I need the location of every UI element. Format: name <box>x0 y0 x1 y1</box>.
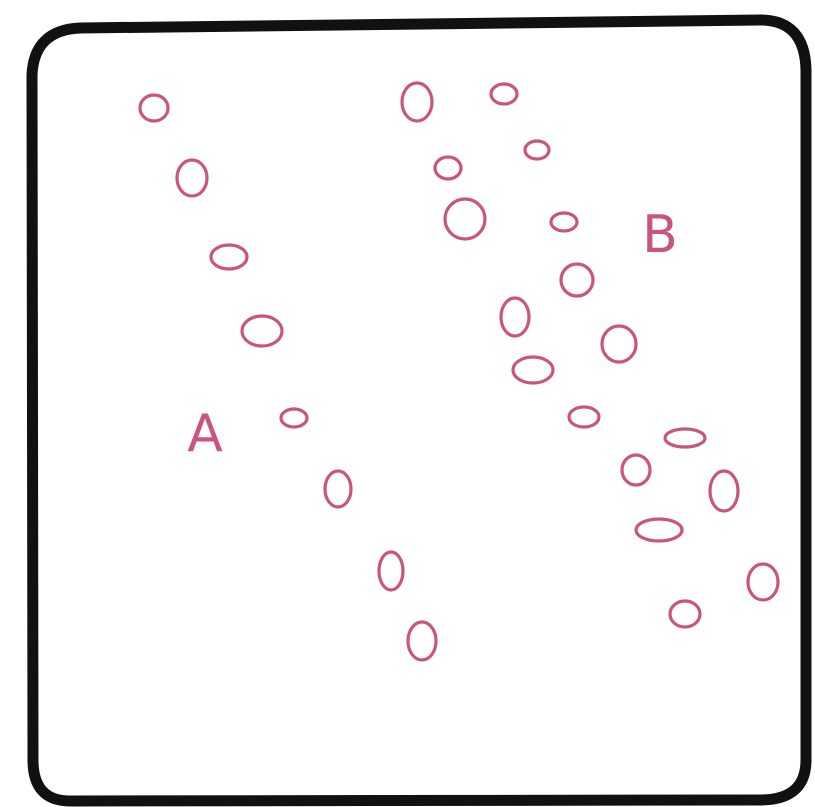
particle <box>242 316 282 346</box>
particle <box>177 160 207 196</box>
particle <box>402 83 432 121</box>
particle <box>140 95 168 121</box>
particle <box>379 552 403 590</box>
particle <box>569 407 599 427</box>
particles <box>140 83 778 660</box>
particle <box>211 245 247 269</box>
particle <box>748 564 778 600</box>
particle <box>551 213 577 231</box>
particle <box>665 429 705 447</box>
particle <box>636 519 682 541</box>
container-frame <box>32 20 806 801</box>
particle <box>445 199 485 239</box>
particle <box>622 455 650 485</box>
region-label-b: B <box>642 205 678 265</box>
particle <box>710 471 738 511</box>
particle <box>501 298 529 336</box>
particle <box>491 84 517 104</box>
particle <box>325 471 351 507</box>
particle <box>561 264 593 296</box>
particle <box>602 326 636 362</box>
particle <box>435 157 461 179</box>
particle <box>281 409 307 427</box>
particle <box>525 141 549 159</box>
particle <box>670 601 700 627</box>
region-label-a: A <box>187 404 223 464</box>
particle <box>408 622 436 660</box>
particle <box>513 357 553 383</box>
